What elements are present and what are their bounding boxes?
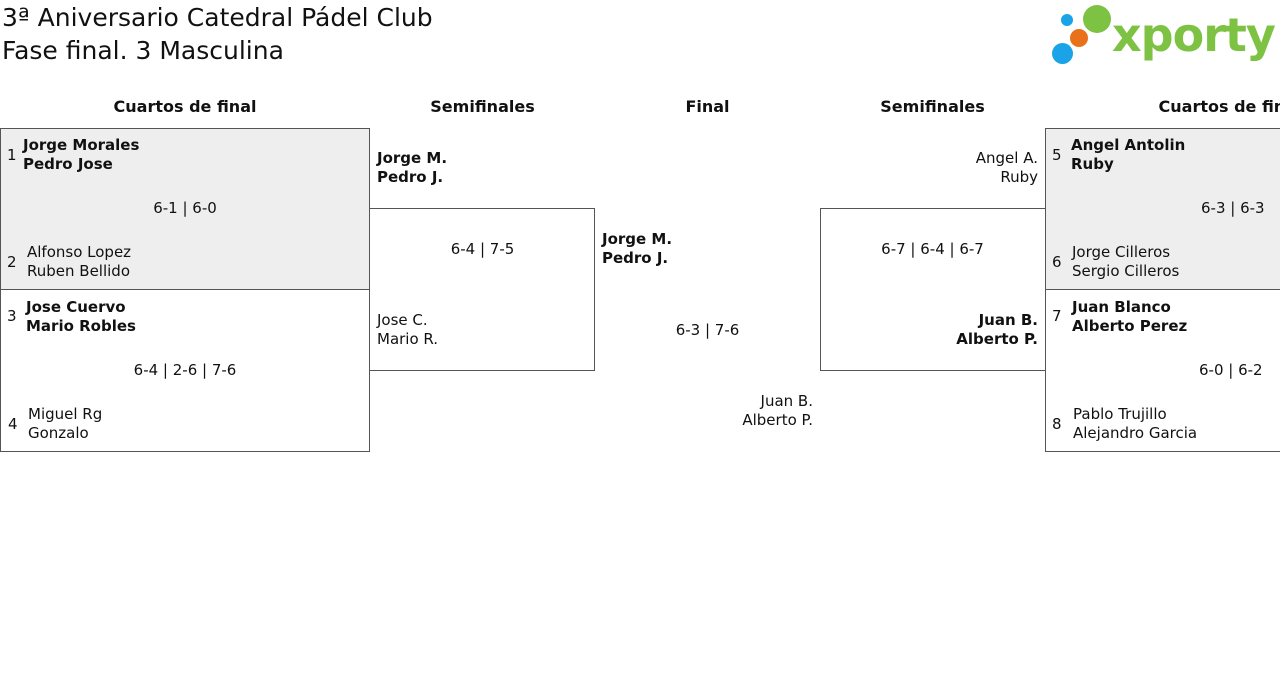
player-name: Pedro J. — [377, 168, 444, 186]
player-name: Pablo Trujillo — [1073, 405, 1167, 423]
match-score: 6-7 | 6-4 | 6-7 — [881, 240, 984, 258]
page-title: 3ª Aniversario Catedral Pádel Club — [2, 3, 433, 32]
match-score: 6-3 | 6-3 — [1201, 199, 1265, 217]
round-header-left-quarters: Cuartos de final — [113, 97, 257, 116]
seed-number: 3 — [7, 307, 17, 325]
player-name: Ruby — [1000, 168, 1038, 186]
logo-dot-icon — [1061, 14, 1073, 26]
team-top: Jorge M. Pedro J. — [377, 149, 447, 187]
team-bottom: Jose C. Mario R. — [377, 311, 438, 349]
match-card[interactable] — [1045, 128, 1280, 290]
team-bottom: Pablo Trujillo Alejandro Garcia — [1073, 405, 1197, 443]
match-card[interactable] — [0, 128, 370, 290]
player-name: Mario Robles — [26, 317, 136, 335]
player-name: Juan Blanco — [1072, 298, 1171, 316]
player-name: Jorge Morales — [23, 136, 140, 154]
player-name: Alberto P. — [956, 330, 1038, 348]
seed-number: 7 — [1052, 307, 1062, 325]
match-score: 6-4 | 2-6 | 7-6 — [133, 361, 237, 379]
logo-dot-icon — [1083, 5, 1111, 33]
player-name: Jose C. — [377, 311, 428, 329]
player-name: Gonzalo — [28, 424, 89, 442]
player-name: Jorge M. — [602, 230, 673, 248]
player-name: Miguel Rg — [28, 405, 103, 423]
seed-number: 6 — [1052, 253, 1062, 271]
team-top: Angel Antolin Ruby — [1071, 136, 1185, 174]
xporty-logo[interactable]: xporty — [1050, 4, 1278, 68]
player-name: Ruben Bellido — [27, 262, 131, 280]
logo-wordmark: xporty — [1112, 8, 1276, 62]
logo-dot-icon — [1052, 43, 1073, 64]
team-top: Juan Blanco Alberto Perez — [1072, 298, 1187, 336]
player-name: Pedro J. — [602, 249, 669, 267]
logo-dot-icon — [1070, 29, 1088, 47]
player-name: Juan B. — [978, 311, 1038, 329]
team-top: Jorge Morales Pedro Jose — [23, 136, 139, 174]
seed-number: 8 — [1052, 415, 1062, 433]
player-name: Alberto P. — [742, 411, 813, 429]
player-name: Alfonso Lopez — [27, 243, 132, 261]
player-name: Jorge Cilleros — [1072, 243, 1171, 261]
match-score: 6-0 | 6-2 — [1199, 361, 1263, 379]
player-name: Mario R. — [377, 330, 439, 348]
match-score: 6-4 | 7-5 — [450, 240, 515, 258]
page-subtitle: Fase final. 3 Masculina — [2, 36, 284, 65]
seed-number: 4 — [8, 415, 18, 433]
seed-number: 2 — [7, 253, 17, 271]
player-name: Angel A. — [975, 149, 1038, 167]
player-name: Juan B. — [760, 392, 813, 410]
player-name: Ruby — [1071, 155, 1114, 173]
player-name: Alberto Perez — [1072, 317, 1188, 335]
team-bottom: Jorge Cilleros Sergio Cilleros — [1072, 243, 1179, 281]
final-team-right: Juan B. Alberto P. — [650, 392, 813, 430]
seed-number: 5 — [1052, 146, 1062, 164]
player-name: Pedro Jose — [23, 155, 113, 173]
round-header-right-semis: Semifinales — [880, 97, 985, 116]
player-name: Jose Cuervo — [26, 298, 126, 316]
semifinal-bracket-left[interactable] — [369, 208, 595, 371]
final-team-left: Jorge M. Pedro J. — [602, 230, 672, 268]
match-card[interactable] — [1045, 289, 1280, 452]
player-name: Angel Antolin — [1071, 136, 1186, 154]
player-name: Sergio Cilleros — [1072, 262, 1180, 280]
round-header-final: Final — [685, 97, 730, 116]
player-name: Jorge M. — [377, 149, 448, 167]
match-score: 6-1 | 6-0 — [153, 199, 217, 217]
final-score: 6-3 | 7-6 — [675, 321, 740, 339]
team-bottom: Juan B. Alberto P. — [850, 311, 1038, 349]
player-name: Alejandro Garcia — [1073, 424, 1198, 442]
team-bottom: Miguel Rg Gonzalo — [28, 405, 102, 443]
seed-number: 1 — [7, 146, 17, 164]
round-header-left-semis: Semifinales — [430, 97, 535, 116]
round-header-right-quarters: Cuartos de final — [1158, 97, 1280, 116]
team-bottom: Alfonso Lopez Ruben Bellido — [27, 243, 131, 281]
team-top: Angel A. Ruby — [850, 149, 1038, 187]
team-top: Jose Cuervo Mario Robles — [26, 298, 136, 336]
